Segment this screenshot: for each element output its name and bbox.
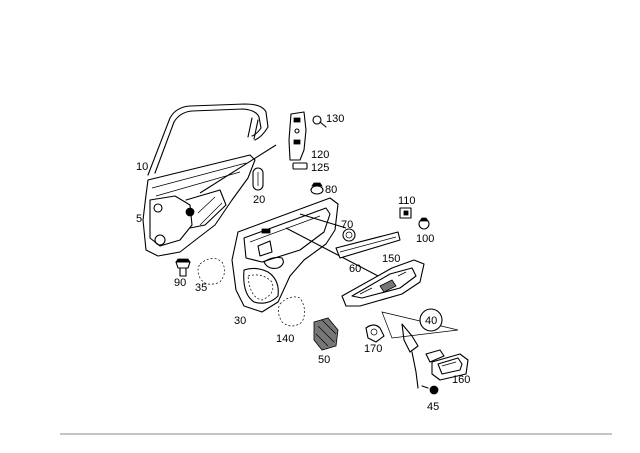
- callout-60: 60: [349, 263, 361, 275]
- callout-140: 140: [276, 333, 294, 345]
- callout-90: 90: [174, 277, 186, 289]
- part-30-door-trim-panel: [231, 197, 383, 313]
- callout-100: 100: [416, 233, 434, 245]
- callout-160: 160: [452, 374, 470, 386]
- callout-40: 40: [425, 315, 437, 327]
- callout-labels: 10 5 20 130 120 125 80 110 70 100 60 150…: [136, 113, 470, 413]
- part-130-screw: [312, 115, 327, 128]
- callout-50: 50: [318, 354, 330, 366]
- callout-45: 45: [427, 401, 439, 413]
- part-60-trim-strip: [335, 231, 401, 259]
- callout-110: 110: [398, 195, 416, 207]
- part-80-clip: [310, 182, 324, 195]
- part-10-window-frame: [147, 103, 269, 176]
- part-150-armrest: [341, 259, 425, 307]
- part-45-screw: [421, 385, 439, 395]
- callout-5: 5: [136, 213, 142, 225]
- part-110-clip: [399, 207, 412, 219]
- part-170-bracket: [365, 324, 385, 343]
- part-50-speaker-grille: [313, 317, 339, 351]
- callout-20: 20: [253, 194, 265, 206]
- callout-35: 35: [195, 282, 207, 294]
- part-70-cap: [342, 228, 356, 242]
- part-20-grommet: [252, 167, 264, 191]
- part-90-push-clip: [175, 258, 191, 277]
- callout-30: 30: [234, 315, 246, 327]
- callout-70: 70: [341, 219, 353, 231]
- part-40-handle-rod: [381, 308, 459, 389]
- part-35-foam-pad: [197, 258, 225, 285]
- callout-120: 120: [311, 149, 329, 161]
- callout-80: 80: [325, 184, 337, 196]
- callout-125: 125: [311, 162, 329, 174]
- part-160-handle-escutcheon: [431, 353, 469, 381]
- part-5-door-carrier: [142, 144, 277, 257]
- callout-150: 150: [382, 253, 400, 265]
- part-140-foam-pad: [278, 296, 305, 327]
- part-120-hinge-bracket: [288, 111, 308, 170]
- callout-170: 170: [364, 343, 382, 355]
- part-100-clip: [418, 217, 430, 230]
- callout-130: 130: [326, 113, 344, 125]
- callout-10: 10: [136, 161, 148, 173]
